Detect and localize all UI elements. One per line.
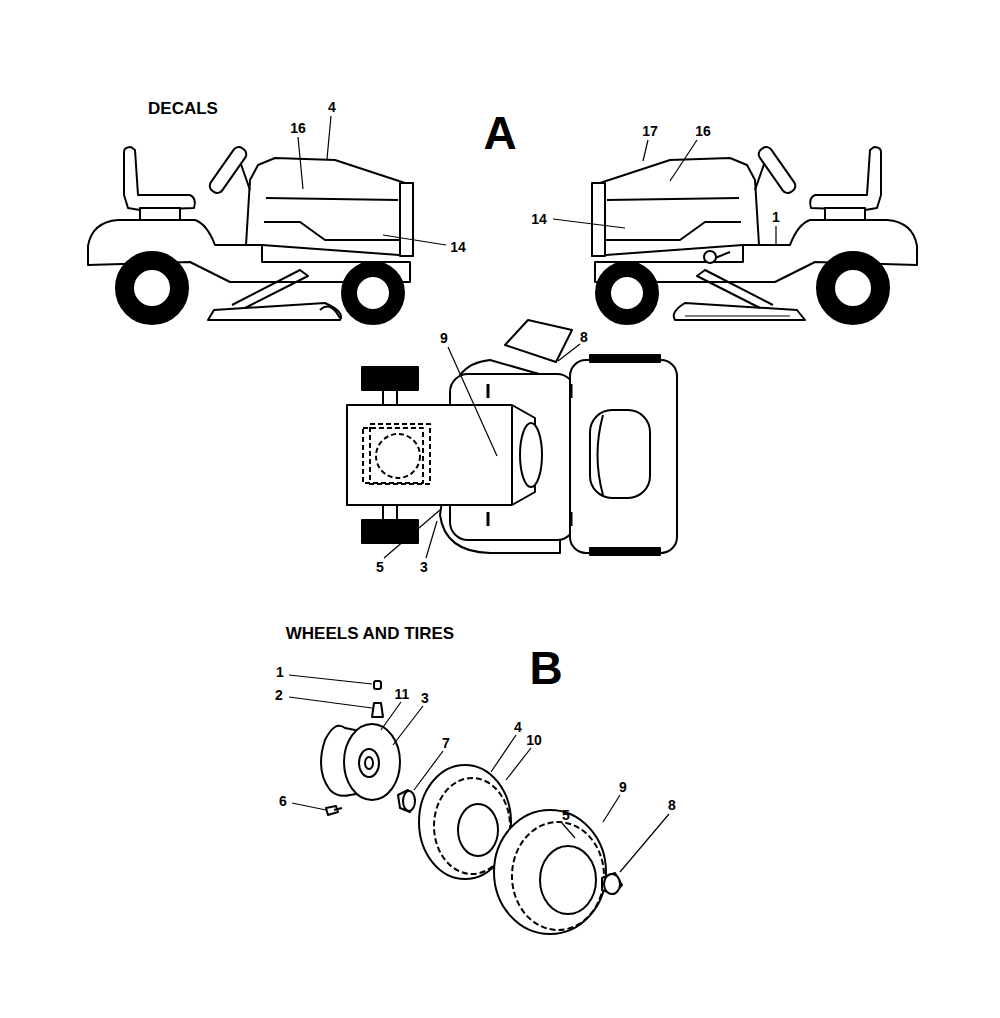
- section-title: WHEELS AND TIRES: [286, 625, 454, 642]
- callout-number: 14: [450, 240, 466, 254]
- callout-number: 4: [328, 100, 336, 114]
- tractor-side-view: [88, 145, 413, 324]
- callout-number: 4: [514, 720, 522, 734]
- callout-number: 5: [562, 808, 570, 822]
- callout-number: 8: [668, 798, 676, 812]
- callout-number: 17: [642, 124, 658, 138]
- callout-number: 1: [276, 665, 284, 679]
- callout-number: 6: [279, 794, 287, 808]
- callout-number: 2: [275, 688, 283, 702]
- callout-number: 14: [531, 212, 547, 226]
- callout-number: 9: [619, 780, 627, 794]
- callout-number: 1: [772, 210, 780, 224]
- callout-number: 7: [442, 736, 450, 750]
- callout-number: 16: [290, 121, 306, 135]
- callout-number: 5: [376, 560, 384, 574]
- callout-number: 3: [420, 560, 428, 574]
- callout-number: 9: [440, 331, 448, 345]
- leader-lines: [289, 116, 776, 872]
- section-letter: B: [529, 645, 562, 691]
- callout-number: 3: [421, 691, 429, 705]
- tractor-side-view: [592, 145, 917, 324]
- callout-number: 10: [526, 733, 542, 747]
- callout-number: 16: [695, 124, 711, 138]
- section-title: DECALS: [148, 100, 218, 117]
- section-letter: A: [483, 110, 516, 156]
- tractor-top-view: [347, 320, 677, 555]
- wheel-assembly: [321, 681, 622, 934]
- callout-number: 11: [395, 687, 410, 701]
- callout-number: 8: [580, 330, 588, 344]
